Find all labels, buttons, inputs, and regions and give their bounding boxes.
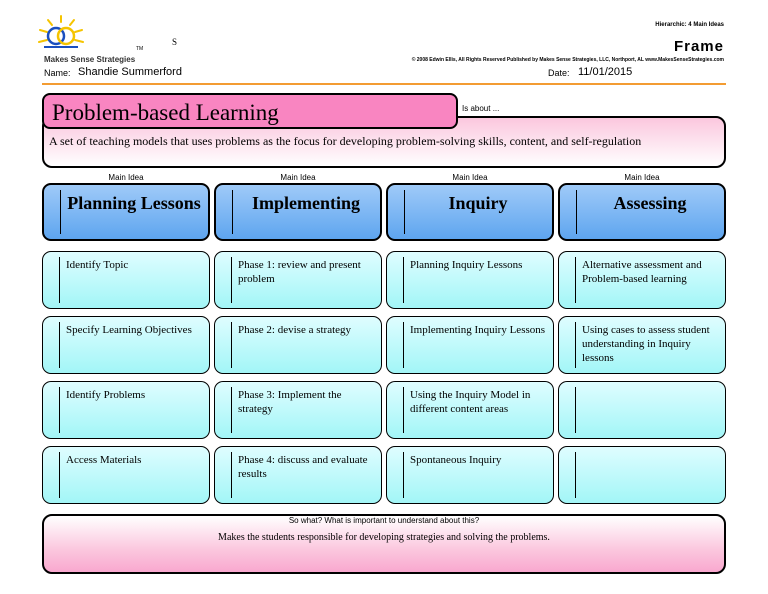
topic-description[interactable]: A set of teaching models that uses probl… <box>49 134 642 148</box>
detail-text: Phase 2: devise a strategy <box>238 324 352 336</box>
is-about-label: Is about ... <box>462 104 500 113</box>
brand-name: Makes Sense Strategies <box>44 55 136 64</box>
detail-box[interactable]: Access Materials <box>42 446 210 504</box>
detail-box[interactable]: Alternative assessment and Problem-based… <box>558 251 726 309</box>
topic-title[interactable]: Problem-based Learning <box>42 93 458 129</box>
main-idea-label: Main Idea <box>108 173 144 182</box>
detail-text: Access Materials <box>66 454 142 466</box>
name-label: Name: <box>44 68 71 78</box>
detail-text: Specify Learning Objectives <box>66 324 192 336</box>
detail-text: Planning Inquiry Lessons <box>410 259 523 271</box>
detail-box[interactable] <box>558 381 726 439</box>
main-idea-heading: Implementing <box>252 193 360 213</box>
detail-box[interactable]: Using the Inquiry Model in different con… <box>386 381 554 439</box>
date-label: Date: <box>548 68 570 78</box>
main-idea-column: Main Idea Assessing <box>558 173 726 241</box>
detail-box[interactable]: Specify Learning Objectives <box>42 316 210 374</box>
detail-box[interactable]: Identify Topic <box>42 251 210 309</box>
main-idea-label: Main Idea <box>624 173 660 182</box>
detail-text: Using the Inquiry Model in different con… <box>410 389 531 415</box>
detail-text: Phase 1: review and present problem <box>238 259 361 285</box>
detail-text: Spontaneous Inquiry <box>410 454 502 466</box>
date-field[interactable]: 11/01/2015 <box>578 66 633 78</box>
detail-box[interactable]: Identify Problems <box>42 381 210 439</box>
so-what-box <box>42 514 726 574</box>
main-idea-box[interactable]: Inquiry <box>386 183 554 241</box>
detail-box[interactable] <box>558 446 726 504</box>
main-idea-heading: Inquiry <box>448 193 508 213</box>
so-what-text[interactable]: Makes the students responsible for devel… <box>218 532 550 543</box>
header-divider <box>42 83 726 85</box>
trademark: TM <box>136 46 144 52</box>
detail-text: Implementing Inquiry Lessons <box>410 324 546 336</box>
detail-box[interactable]: Phase 2: devise a strategy <box>214 316 382 374</box>
main-idea-label: Main Idea <box>452 173 488 182</box>
s-mark: S <box>172 37 178 47</box>
detail-text: Alternative assessment and Problem-based… <box>582 259 702 285</box>
frame-title: Frame <box>673 38 724 55</box>
copyright-notice: © 2008 Edwin Ellis, All Rights Reserved … <box>411 57 724 63</box>
main-idea-box[interactable]: Implementing <box>214 183 382 241</box>
main-idea-heading: Planning Lessons <box>67 193 201 213</box>
name-field[interactable]: Shandie Summerford <box>78 66 182 78</box>
detail-box[interactable]: Phase 3: Implement the strategy <box>214 381 382 439</box>
main-idea-column: Main Idea Inquiry <box>386 173 554 241</box>
so-what-label: So what? What is important to understand… <box>288 516 480 525</box>
detail-box[interactable]: Phase 1: review and present problem <box>214 251 382 309</box>
detail-text: Phase 3: Implement the strategy <box>238 389 342 415</box>
detail-text: Phase 4: discuss and evaluate results <box>238 454 368 480</box>
detail-box[interactable]: Using cases to assess student understand… <box>558 316 726 374</box>
detail-box[interactable]: Implementing Inquiry Lessons <box>386 316 554 374</box>
detail-box[interactable]: Phase 4: discuss and evaluate results <box>214 446 382 504</box>
main-idea-heading: Assessing <box>613 193 687 213</box>
hierarchy-label: Hierarchic: 4 Main Ideas <box>655 22 724 28</box>
detail-box[interactable]: Planning Inquiry Lessons <box>386 251 554 309</box>
detail-text: Using cases to assess student understand… <box>582 324 710 364</box>
detail-text: Identify Topic <box>66 259 129 271</box>
makes-sense-logo <box>38 15 84 48</box>
detail-text: Identify Problems <box>66 389 146 401</box>
main-idea-column: Main Idea Planning Lessons <box>42 173 210 241</box>
main-idea-column: Main Idea Implementing <box>214 173 382 241</box>
main-idea-box[interactable]: Assessing <box>558 183 726 241</box>
detail-box[interactable]: Spontaneous Inquiry <box>386 446 554 504</box>
main-idea-box[interactable]: Planning Lessons <box>42 183 210 241</box>
main-idea-label: Main Idea <box>280 173 316 182</box>
